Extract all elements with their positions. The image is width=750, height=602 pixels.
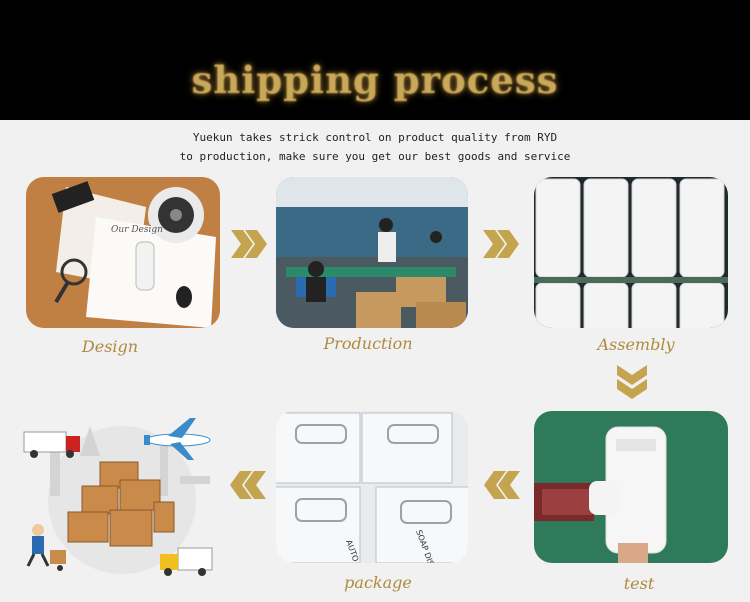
- step-label-production: Production: [323, 334, 413, 353]
- intro-line-2: to production, make sure you get our bes…: [179, 150, 571, 163]
- delivery-truck-icon: [160, 547, 213, 576]
- truck-icon: [23, 431, 80, 458]
- step-label-test: test: [623, 574, 655, 593]
- worker-icon: [26, 524, 66, 571]
- arrow-right-icon: [231, 230, 267, 258]
- package-image: AUTO SOAP DISPENSER: [276, 411, 468, 563]
- step-label-package: package: [344, 573, 412, 592]
- step-label-assembly: Assembly: [597, 335, 675, 354]
- arrow-left-icon: [484, 471, 520, 499]
- arrow-right-icon: [483, 230, 519, 258]
- svg-text:Our Design: Our Design: [111, 225, 163, 235]
- assembly-image: [534, 177, 728, 328]
- header-banner: shipping process: [0, 0, 750, 120]
- airplane-icon: [144, 418, 211, 460]
- shipping-illustration: [20, 416, 226, 582]
- arrow-down-icon: [617, 365, 647, 399]
- intro-line-1: Yuekun takes strick control on product q…: [192, 131, 558, 144]
- test-image: [534, 411, 728, 563]
- arrow-left-icon: [230, 471, 266, 499]
- page-title: shipping process: [191, 58, 559, 102]
- intro-text: Yuekun takes strick control on product q…: [0, 128, 750, 166]
- production-image: [276, 177, 468, 328]
- design-image: Our Design: [26, 177, 220, 328]
- step-label-design: Design: [81, 337, 139, 356]
